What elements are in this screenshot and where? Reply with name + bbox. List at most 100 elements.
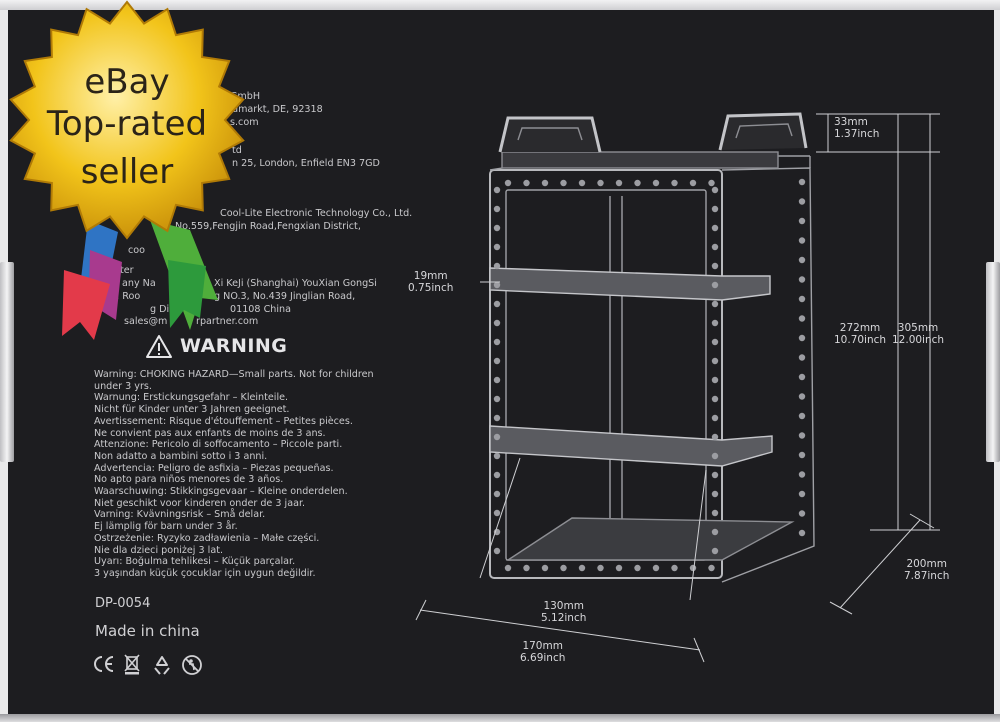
bolt (541, 564, 549, 572)
bolt (493, 547, 501, 555)
ce-mark-icon (94, 656, 114, 672)
box-top-edge (0, 0, 1000, 10)
bolt (671, 564, 678, 572)
bolt (634, 179, 641, 187)
bolt (493, 281, 501, 289)
company-line: g Distr (150, 304, 182, 315)
bolt (493, 395, 501, 403)
bolt (798, 178, 806, 186)
bolt (798, 334, 806, 342)
bolt (798, 354, 806, 361)
dim-value-inch: 1.37inch (834, 128, 880, 140)
bolt (798, 295, 806, 303)
bolt (493, 376, 501, 384)
bolt (711, 490, 719, 498)
bolt (711, 471, 719, 479)
bolt (711, 509, 719, 517)
bolt (798, 393, 806, 400)
bolt (560, 564, 567, 572)
bolt (798, 217, 806, 225)
bolt (560, 179, 567, 187)
bolt (798, 198, 806, 205)
company-line: rpartner.com (196, 316, 259, 327)
bolt (493, 319, 501, 327)
recycle-icon (154, 656, 170, 675)
bolt (671, 179, 678, 187)
warning-line: Warning: CHOKING HAZARD—Small parts. Not… (94, 369, 374, 380)
dim-value-inch: 10.70inch (834, 334, 887, 346)
dim-inner-width: 130mm 5.12inch (541, 600, 586, 624)
bolt (711, 433, 719, 441)
bolt (493, 452, 501, 460)
warning-line: Warnung: Erstickungsgefahr – Kleinteile. (94, 392, 289, 404)
warning-line: Niet geschikt voor kinderen onder de 3 j… (94, 497, 306, 509)
top-rated-star-badge (9, 0, 245, 240)
bolt (689, 179, 697, 187)
dim-value-inch: 0.75inch (408, 282, 454, 294)
company-line: td (232, 145, 242, 156)
bolt (523, 179, 530, 187)
model-number: DP-0054 (95, 596, 151, 611)
dimension-lines (415, 113, 940, 663)
warning-line: under 3 yrs. (94, 380, 152, 392)
bolt (711, 376, 719, 384)
company-line: g NO.3, No.439 Jinglian Road, (214, 291, 356, 302)
dim-handle: 33mm 1.37inch (834, 116, 879, 140)
badge-line-2: Top-rated (46, 104, 208, 144)
ribbon-5 (168, 260, 206, 328)
bolt (798, 490, 806, 498)
badge-line-3: seller (80, 152, 174, 192)
warning-line: Advertencia: Peligro de asfixia – Piezas… (94, 462, 334, 474)
bolt (493, 205, 501, 213)
bolt (493, 357, 501, 365)
company-line: n 25, London, Enfield EN3 7GD (232, 158, 380, 169)
left-box-clip (0, 262, 14, 462)
company-line: umarkt, DE, 92318 (232, 104, 323, 115)
dim-value-inch: 5.12inch (541, 612, 587, 624)
company-line: coo (128, 245, 146, 256)
bolt (493, 243, 501, 251)
rack-frame (489, 112, 815, 583)
made-in-label: Made in china (95, 622, 200, 640)
company-line: No.559,Fengjin Road,Fengxian District, (175, 221, 361, 232)
bolt (523, 564, 530, 572)
warning-line: 3 yaşından küçük çocuklar için uygun değ… (94, 567, 316, 579)
bolt (711, 281, 719, 289)
company-line: Xi KeJi (Shanghai) YouXian GongSi (214, 278, 377, 289)
certification-marks (93, 653, 213, 677)
bolt (711, 357, 719, 365)
bolt (493, 300, 501, 308)
warning-line: Ostrzeżenie: Ryzyko zadławienia – Małe c… (94, 532, 320, 544)
warning-line: Avertissement: Risque d'étouffement – Pe… (94, 415, 353, 427)
bolt (493, 490, 501, 498)
dim-value-mm: 305mm (897, 322, 939, 334)
bolt (493, 338, 501, 346)
bolt (798, 471, 806, 478)
bolt (597, 564, 604, 572)
badge-line-1: eBay (84, 62, 170, 102)
badge-ribbons (62, 220, 218, 340)
bolt (493, 471, 501, 479)
bolt (798, 432, 806, 439)
bolt (597, 179, 604, 187)
dim-inner-height: 272mm 10.70inch (834, 322, 886, 346)
dim-value-mm: 19mm (413, 270, 448, 282)
bolt (711, 395, 719, 403)
bolt (711, 186, 719, 194)
company-line: ter (120, 265, 134, 276)
star-shape (9, 0, 245, 240)
bolt (578, 179, 586, 187)
company-line: Cool-Lite Electronic Technology Co., Ltd… (220, 208, 413, 219)
bolt (493, 414, 501, 422)
dim-shelf: 19mm 0.75inch (408, 270, 453, 294)
bolt (711, 300, 719, 308)
bolt (708, 179, 715, 187)
warning-line: Varning: Kvävningsrisk – Små delar. (94, 509, 266, 521)
warning-line: Nie dla dzieci poniżej 3 lat. (94, 544, 224, 556)
product-dimension-drawing (415, 112, 940, 663)
dim-value-inch: 6.69inch (520, 652, 566, 664)
bolt (798, 256, 806, 264)
bolt (798, 237, 806, 244)
bolt (493, 186, 501, 194)
